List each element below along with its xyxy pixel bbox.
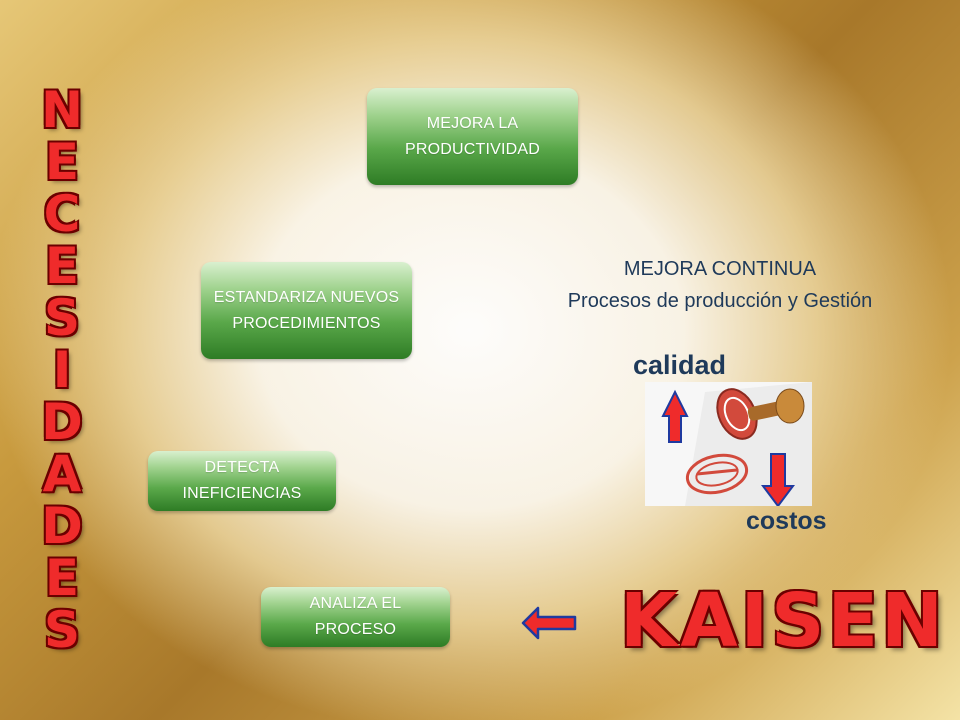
stamp-image	[645, 382, 812, 506]
label-costos: costos	[746, 507, 827, 535]
box-analiza-proceso: ANALIZA EL PROCESO	[261, 587, 450, 647]
heading-mejora-continua: MEJORA CONTINUA	[623, 258, 817, 280]
stamp-photo	[645, 382, 812, 506]
arrow-up-icon	[661, 389, 689, 443]
vertical-letter: D	[41, 393, 83, 451]
vertical-letter: E	[44, 133, 80, 191]
arrow-left-icon	[521, 606, 577, 640]
box-label: ANALIZA EL PROCESO	[309, 595, 402, 638]
box-estandariza-procedimientos: ESTANDARIZA NUEVOS PROCEDIMIENTOS	[201, 262, 412, 359]
vertical-letter: E	[44, 237, 80, 295]
kaisen-title: KAISEN	[620, 578, 946, 664]
vertical-letter: D	[41, 497, 83, 555]
vertical-letter: I	[52, 341, 72, 399]
vertical-letter: S	[43, 289, 80, 347]
label-calidad: calidad	[633, 350, 727, 380]
box-label: DETECTA INEFICIENCIAS	[182, 459, 302, 502]
box-detecta-ineficiencias: DETECTA INEFICIENCIAS	[148, 451, 336, 511]
vertical-letter: N	[41, 81, 83, 139]
vertical-letter: E	[44, 549, 80, 607]
vertical-letter: S	[43, 601, 80, 659]
box-label: MEJORA LA PRODUCTIVIDAD	[404, 114, 541, 158]
vertical-letter: C	[43, 185, 81, 243]
box-label: ESTANDARIZA NUEVOS PROCEDIMIENTOS	[213, 288, 400, 332]
vertical-letter: A	[42, 445, 82, 503]
box-mejora-productividad: MEJORA LA PRODUCTIVIDAD	[367, 88, 578, 185]
heading-procesos: Procesos de producción y Gestión	[567, 290, 873, 312]
arrow-down-icon	[761, 453, 795, 506]
